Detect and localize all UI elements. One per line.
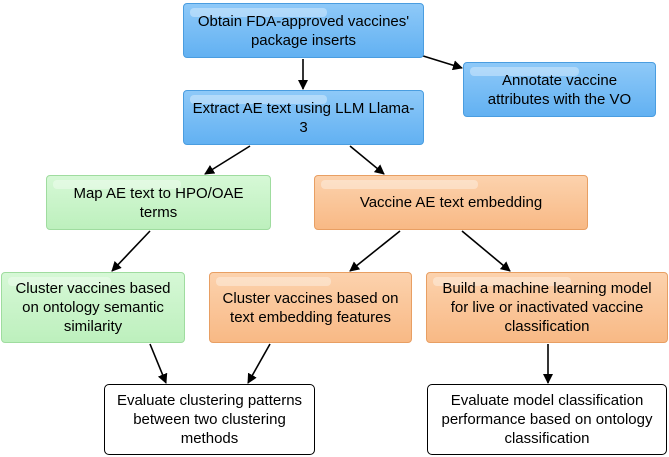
node-label: Cluster vaccines based on ontology seman…	[15, 280, 171, 335]
arrow-extract-to-map	[204, 145, 251, 175]
node-evaluate-clustering: Evaluate clustering patterns between two…	[104, 384, 315, 455]
arrow-obtain-to-annotate	[419, 54, 463, 71]
arrow-map-to-cluster-onto	[111, 230, 151, 272]
node-obtain-package-inserts: Obtain FDA-approved vaccines' package in…	[183, 3, 424, 58]
node-cluster-ontology-similarity: Cluster vaccines based on ontology seman…	[1, 272, 185, 343]
node-map-ae-text-terms: Map AE text to HPO/OAE terms	[46, 175, 271, 230]
arrow-embed-to-build	[461, 230, 511, 272]
node-label: Annotate vaccine attributes with the VO	[487, 71, 632, 108]
node-annotate-vaccine-attributes: Annotate vaccine attributes with the VO	[463, 62, 656, 117]
node-label: Extract AE text using LLM Llama-3	[192, 99, 415, 136]
node-label: Evaluate clustering patterns between two…	[116, 392, 303, 447]
node-label: Map AE text to HPO/OAE terms	[73, 184, 244, 221]
node-vaccine-ae-text-embedding: Vaccine AE text embedding	[314, 175, 588, 230]
node-extract-ae-text: Extract AE text using LLM Llama-3	[183, 90, 424, 145]
node-cluster-text-embedding: Cluster vaccines based on text embedding…	[209, 272, 412, 343]
arrow-embed-to-cluster-text	[349, 230, 401, 272]
node-evaluate-model: Evaluate model classification performanc…	[427, 384, 667, 455]
node-label: Obtain FDA-approved vaccines' package in…	[197, 12, 410, 49]
node-label: Cluster vaccines based on text embedding…	[222, 289, 399, 326]
arrow-cluster-text-to-eval	[247, 343, 271, 384]
node-label: Evaluate model classification performanc…	[441, 392, 653, 447]
node-label: Vaccine AE text embedding	[359, 194, 543, 211]
arrow-cluster-onto-to-eval	[149, 343, 168, 384]
arrow-extract-to-embed	[349, 145, 385, 175]
node-label: Build a machine learning model for live …	[442, 280, 652, 335]
node-build-ml-model: Build a machine learning model for live …	[426, 272, 668, 343]
